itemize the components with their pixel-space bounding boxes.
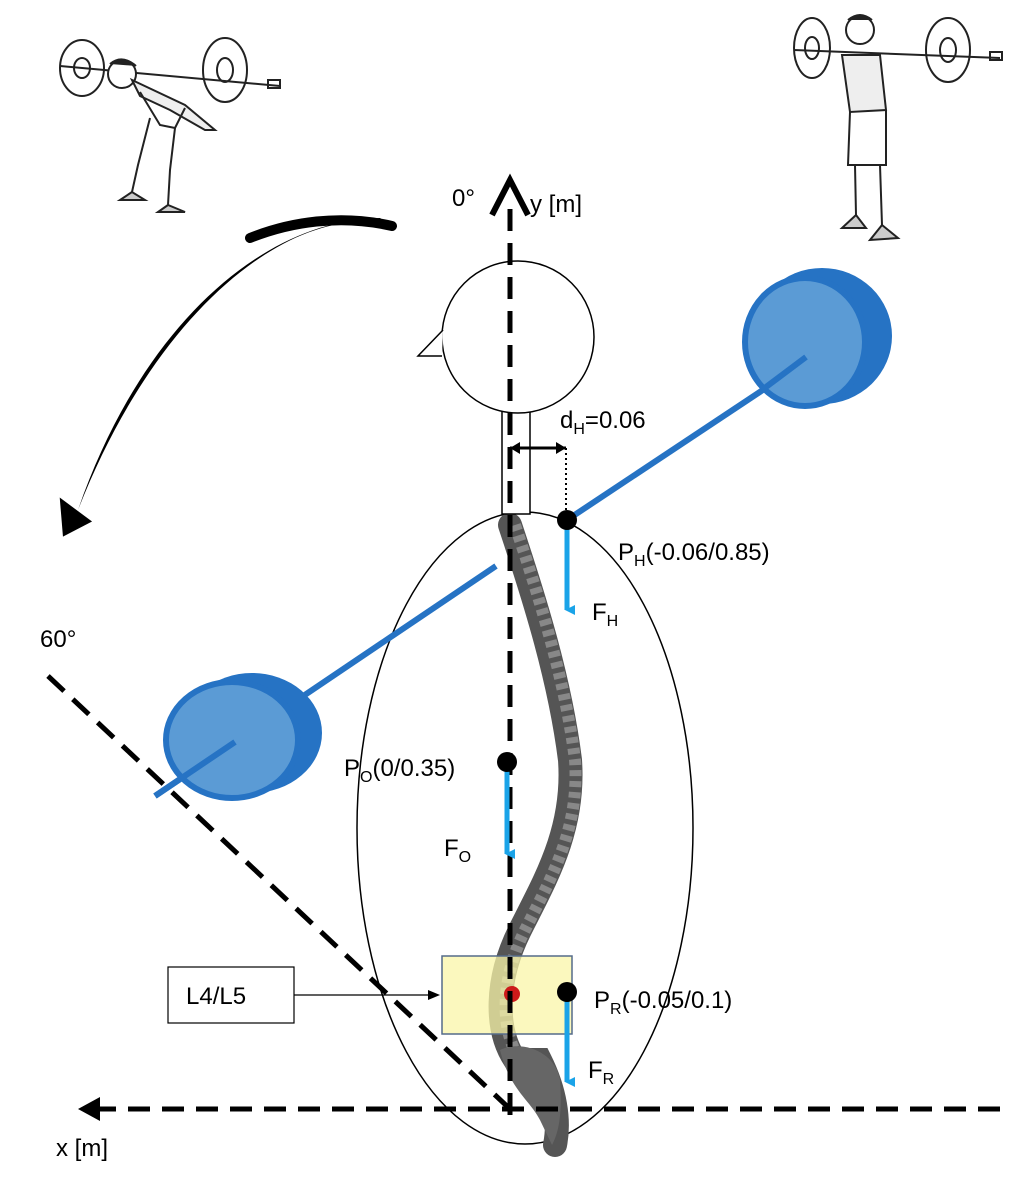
force-label-head: FH bbox=[592, 599, 618, 630]
head-circle bbox=[441, 260, 595, 414]
force-label-upper-body: FO bbox=[444, 835, 471, 866]
point-head bbox=[557, 510, 577, 530]
nose bbox=[416, 329, 444, 357]
neck bbox=[501, 409, 531, 515]
angle-label-upright: 0° bbox=[452, 185, 475, 212]
distance-dimension bbox=[510, 442, 567, 520]
bent-over-lifter-illustration bbox=[59, 37, 281, 213]
point-label-head: PH(-0.06/0.85) bbox=[618, 539, 770, 570]
point-label-trunk: PR(-0.05/0.1) bbox=[594, 987, 732, 1018]
sixty-degree-axis bbox=[46, 674, 512, 1111]
distance-label: dH=0.06 bbox=[560, 407, 646, 438]
point-trunk bbox=[557, 982, 577, 1002]
y-axis-arrowhead bbox=[489, 173, 531, 217]
coordinate-axes bbox=[46, 173, 1000, 1121]
x-axis-arrowhead bbox=[78, 1097, 100, 1121]
rotation-arrow bbox=[59, 215, 397, 537]
barbell-upright bbox=[565, 268, 892, 523]
y-axis-label: y [m] bbox=[530, 191, 582, 218]
l4-l5-callout bbox=[167, 966, 440, 1024]
angle-label-flexed: 60° bbox=[40, 626, 76, 653]
force-label-trunk: FR bbox=[588, 1057, 614, 1088]
point-upper-body bbox=[497, 752, 517, 772]
point-label-upper-body: PO(0/0.35) bbox=[344, 755, 455, 786]
l4-l5-label: L4/L5 bbox=[186, 983, 246, 1010]
head-figure bbox=[416, 260, 595, 515]
upright-lifter-illustration bbox=[793, 14, 1003, 242]
x-axis-label: x [m] bbox=[56, 1135, 108, 1162]
barbell-flexed bbox=[153, 563, 498, 801]
